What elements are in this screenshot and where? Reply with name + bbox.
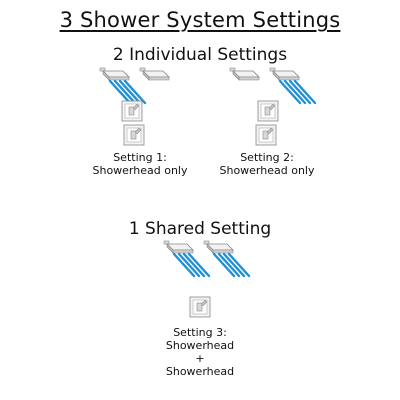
setting-1-group (99, 67, 170, 146)
shower-valve-icon (123, 124, 145, 146)
setting-3-group (163, 240, 251, 318)
shower-valve-icon (121, 100, 143, 122)
shower-valve-icon (257, 100, 279, 122)
setting-3-line-1: Showerhead (165, 339, 235, 352)
setting-3-caption: Setting 3: Showerhead + Showerhead (140, 326, 260, 378)
setting-1-description: Showerhead only (92, 164, 188, 177)
showerhead-icon (139, 67, 170, 81)
shared-setting-heading: 1 Shared Setting (128, 219, 272, 239)
setting-2-caption: Setting 2: Showerhead only (207, 151, 327, 177)
water-spray-icon (212, 252, 251, 278)
setting-2-group (229, 67, 317, 146)
individual-settings-heading: 2 Individual Settings (112, 45, 288, 65)
setting-2-description: Showerhead only (219, 164, 315, 177)
setting-3-line-3: Showerhead (165, 365, 235, 378)
water-spray-icon (172, 252, 211, 278)
setting-3-label: Setting 3: (173, 326, 227, 339)
showerhead-icon (203, 240, 234, 254)
water-spray-icon (278, 79, 317, 105)
page-title: 3 Shower System Settings (0, 7, 400, 33)
shower-valve-icon (255, 124, 277, 146)
showerhead-icon (229, 67, 260, 81)
showerhead-icon (99, 67, 130, 81)
showerhead-icon (163, 240, 194, 254)
page-title-text: 3 Shower System Settings (59, 8, 341, 32)
setting-1-caption: Setting 1: Showerhead only (80, 151, 200, 177)
showerhead-icon (269, 67, 300, 81)
water-spray-icon (108, 79, 147, 105)
shower-valve-icon (189, 296, 211, 318)
setting-2-label: Setting 2: (240, 151, 294, 164)
setting-3-line-2: + (195, 352, 205, 365)
setting-1-label: Setting 1: (113, 151, 167, 164)
